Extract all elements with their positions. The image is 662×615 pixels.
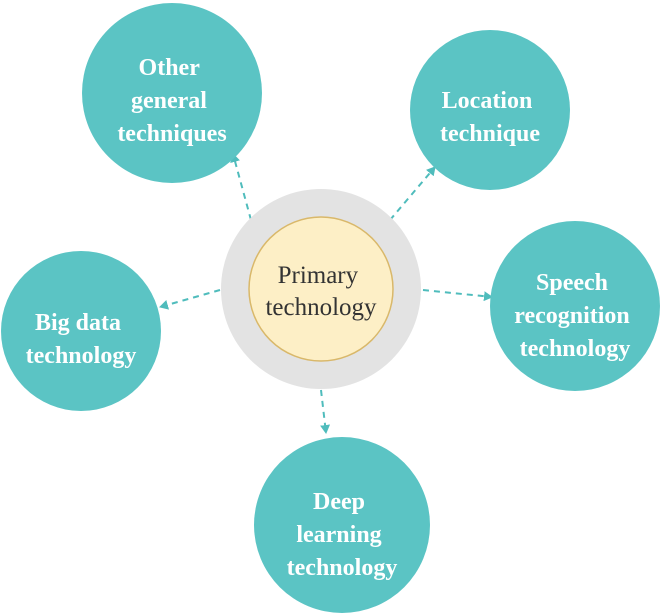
node-circle	[1, 251, 161, 411]
node-label-line: Speech	[536, 270, 608, 296]
node-label: Speech recognition technology	[514, 270, 636, 362]
node-label-line: technology	[520, 336, 631, 362]
node-label-line: technology	[287, 555, 398, 581]
node-big-data-technology: Big data technology	[1, 251, 161, 411]
node-circle	[410, 30, 570, 190]
arrow-to-deep-learning-technology	[320, 389, 331, 434]
node-label: Big data technology	[26, 310, 137, 369]
connectors	[159, 153, 493, 434]
center-label: Primary technology	[265, 262, 377, 321]
arrow-to-big-data-technology	[159, 289, 221, 310]
node-label-line: recognition	[514, 303, 630, 329]
node-label-line: technique	[440, 121, 540, 147]
node-label: Deep learning technology	[287, 489, 398, 581]
node-deep-learning-technology: Deep learning technology	[254, 437, 430, 613]
node-label-line: Location	[442, 88, 533, 114]
node-location-technique: Location technique	[410, 30, 570, 190]
node-circle	[254, 437, 430, 613]
center-core	[248, 216, 394, 362]
arrow-to-speech-recognition-technology	[422, 289, 493, 302]
center-label-line: Primary	[278, 262, 359, 289]
center-label-line: technology	[265, 294, 377, 321]
node-label-line: Deep	[313, 489, 365, 515]
node-label-line: technology	[26, 343, 137, 369]
node-circle	[490, 221, 660, 391]
node-circle	[82, 3, 262, 183]
node-label-line: general	[131, 88, 207, 114]
node-label-line: Big data	[35, 310, 121, 336]
node-label-line: learning	[296, 522, 381, 548]
arrow-to-other-general-techniques	[230, 153, 252, 221]
node-label: Other general techniques	[117, 55, 226, 147]
center-node: Primary technology	[221, 189, 421, 389]
node-other-general-techniques: Other general techniques	[82, 3, 262, 183]
node-label: Location technique	[440, 88, 540, 147]
arrow-to-location-technique	[389, 166, 436, 221]
node-label-line: techniques	[117, 121, 226, 147]
node-speech-recognition-technology: Speech recognition technology	[490, 221, 660, 391]
node-label-line: Other	[139, 55, 201, 81]
